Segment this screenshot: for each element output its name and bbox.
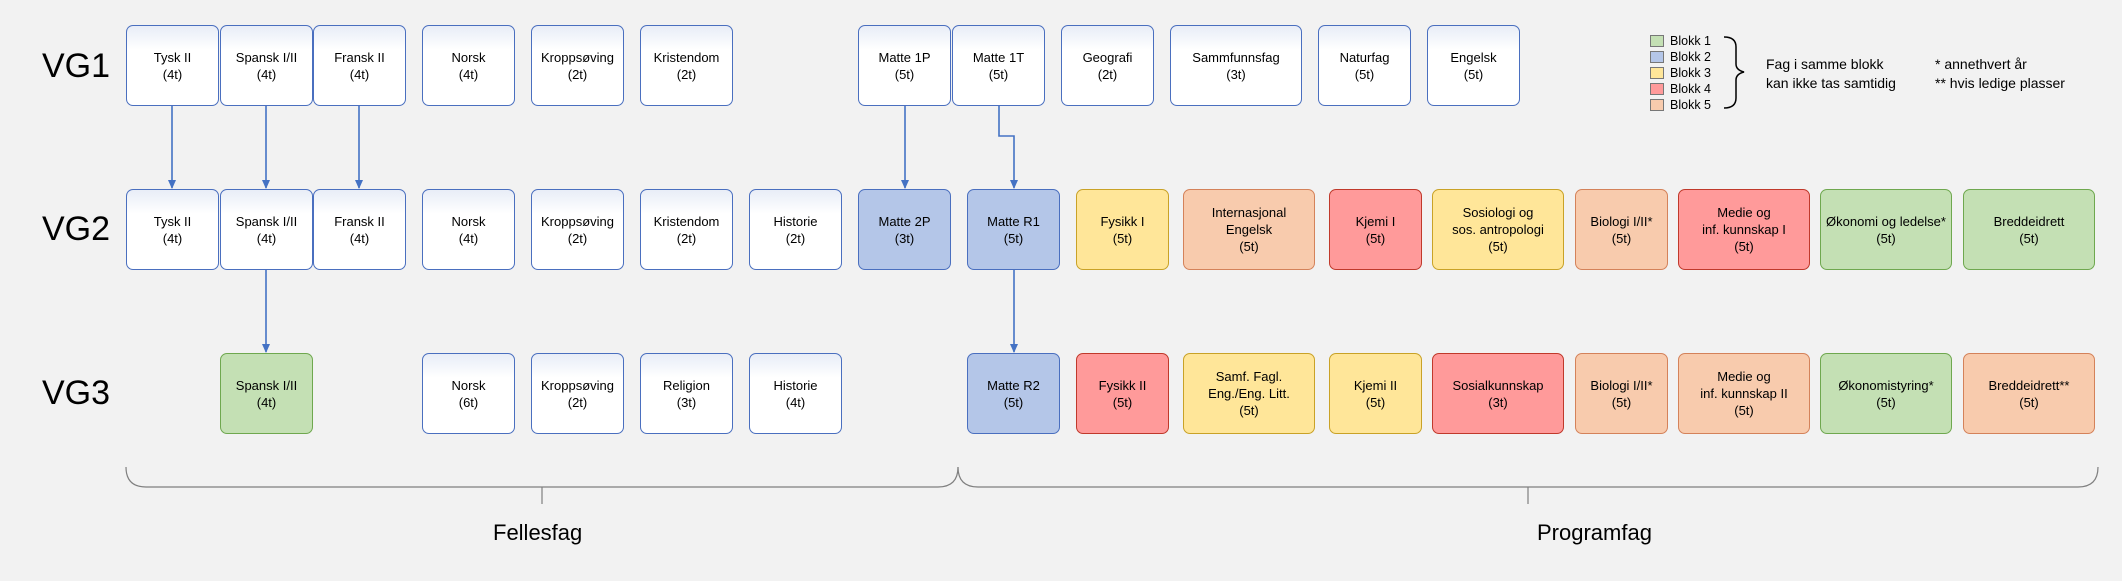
vg2-kroppsoving: Kroppsøving(2t) <box>531 189 624 270</box>
star-note-2: ** hvis ledige plasser <box>1935 75 2065 91</box>
legend-brace <box>1723 36 1745 109</box>
vg2-fransk-ii: Fransk II(4t) <box>313 189 406 270</box>
vg3-samf-fagl-eng: Samf. Fagl.Eng./Eng. Litt.(5t) <box>1183 353 1315 434</box>
vg1-kroppsoving: Kroppsøving(2t) <box>531 25 624 106</box>
vg1-norsk: Norsk(4t) <box>422 25 515 106</box>
vg2-kristendom: Kristendom(2t) <box>640 189 733 270</box>
fellesfag-label: Fellesfag <box>493 520 583 545</box>
programfag-bracket <box>957 466 2099 488</box>
vg1-sammfunnsfag: Sammfunnsfag(3t) <box>1170 25 1302 106</box>
vg1-spansk-i-ii: Spansk I/II(4t) <box>220 25 313 106</box>
vg2-fysikk-i: Fysikk I(5t) <box>1076 189 1169 270</box>
vg3-sosialkunnskap: Sosialkunnskap(3t) <box>1432 353 1564 434</box>
row-label-vg2: VG2 <box>42 210 111 248</box>
vg3-norsk: Norsk(6t) <box>422 353 515 434</box>
vg1-matte-1p: Matte 1P(5t) <box>858 25 951 106</box>
vg1-naturfag: Naturfag(5t) <box>1318 25 1411 106</box>
vg3-historie: Historie(4t) <box>749 353 842 434</box>
arrow-matte-r1 <box>998 106 1018 189</box>
vg2-kjemi-i: Kjemi I(5t) <box>1329 189 1422 270</box>
vg1-fransk-ii: Fransk II(4t) <box>313 25 406 106</box>
vg1-kristendom: Kristendom(2t) <box>640 25 733 106</box>
programfag-label: Programfag <box>1537 520 1652 545</box>
vg3-spansk-i-ii: Spansk I/II(4t) <box>220 353 313 434</box>
vg1-geografi: Geografi(2t) <box>1061 25 1154 106</box>
vg1-engelsk: Engelsk(5t) <box>1427 25 1520 106</box>
legend-swatch <box>1650 99 1664 111</box>
vg1-tysk-ii: Tysk II(4t) <box>126 25 219 106</box>
row-label-vg1: VG1 <box>42 47 111 85</box>
vg2-spansk-i-ii: Spansk I/II(4t) <box>220 189 313 270</box>
vg2-matte-r1: Matte R1(5t) <box>967 189 1060 270</box>
vg2-norsk: Norsk(4t) <box>422 189 515 270</box>
legend-swatch <box>1650 51 1664 63</box>
legend-swatch <box>1650 83 1664 95</box>
vg2-matte-2p: Matte 2P(3t) <box>858 189 951 270</box>
vg3-breddeidrett: Breddeidrett**(5t) <box>1963 353 2095 434</box>
vg2-biologi-i-ii: Biologi I/II*(5t) <box>1575 189 1668 270</box>
vg3-fysikk-ii: Fysikk II(5t) <box>1076 353 1169 434</box>
vg2-tysk-ii: Tysk II(4t) <box>126 189 219 270</box>
fellesfag-bracket <box>125 466 959 488</box>
vg3-kroppsoving: Kroppsøving(2t) <box>531 353 624 434</box>
vg3-okonomistyring: Økonomistyring*(5t) <box>1820 353 1952 434</box>
star-note-1: * annethvert år <box>1935 56 2027 72</box>
vg3-kjemi-ii: Kjemi II(5t) <box>1329 353 1422 434</box>
row-label-vg3: VG3 <box>42 374 111 412</box>
vg3-religion: Religion(3t) <box>640 353 733 434</box>
legend-swatch <box>1650 67 1664 79</box>
vg2-historie: Historie(2t) <box>749 189 842 270</box>
vg2-breddeidrett: Breddeidrett(5t) <box>1963 189 2095 270</box>
vg2-okonomi-og-ledelse: Økonomi og ledelse*(5t) <box>1820 189 1952 270</box>
vg3-biologi-i-ii: Biologi I/II*(5t) <box>1575 353 1668 434</box>
vg1-matte-1t: Matte 1T(5t) <box>952 25 1045 106</box>
brace-note-line-2: kan ikke tas samtidig <box>1766 75 1896 91</box>
brace-note-line-1: Fag i samme blokk <box>1766 56 1884 72</box>
vg3-matte-r2: Matte R2(5t) <box>967 353 1060 434</box>
legend-swatch <box>1650 35 1664 47</box>
